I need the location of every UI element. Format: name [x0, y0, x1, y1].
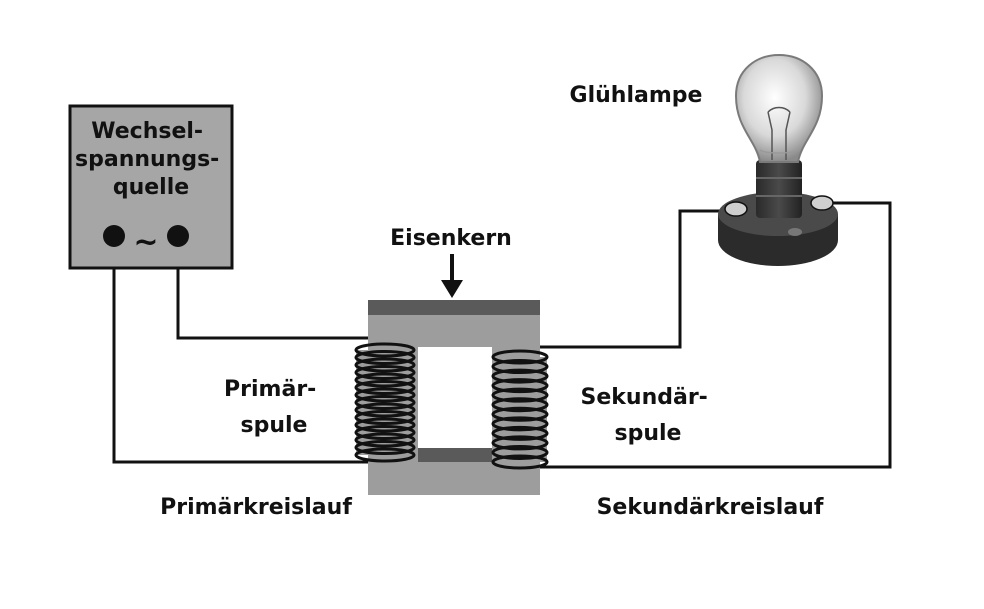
primary-coil-label-line: Primär-	[224, 377, 316, 402]
coil-winding	[491, 368, 549, 384]
source-terminal-right	[167, 225, 189, 247]
coil-winding	[491, 425, 549, 441]
coil-winding	[491, 435, 549, 451]
secondary-coil-label-line: spule	[615, 421, 682, 446]
iron-core-bottom-shade	[418, 448, 492, 462]
coil-winding	[354, 425, 416, 440]
ac-source-label-line: quelle	[113, 175, 189, 200]
coil-winding	[491, 406, 549, 422]
coil-winding	[354, 447, 416, 463]
coil-winding	[354, 440, 416, 455]
ac-source-label: Wechsel- spannungs- quelle	[75, 119, 227, 200]
primary-coil-label: Primär- spule	[224, 377, 324, 438]
coil-winding	[354, 350, 416, 365]
primary-coil-label-line: spule	[241, 413, 308, 438]
secondary-circuit-label: Sekundärkreislauf	[597, 495, 824, 520]
coil-winding	[354, 417, 416, 433]
secondary-coil	[491, 349, 549, 470]
coil-winding	[354, 372, 416, 388]
coil-winding	[491, 416, 549, 432]
secondary-coil-label-line: Sekundär-	[581, 385, 708, 410]
iron-core-top-shade	[368, 300, 540, 315]
lamp-label: Glühlampe	[570, 83, 703, 108]
iron-core-arrow-icon	[441, 254, 463, 298]
ac-source: Wechsel- spannungs- quelle ~	[68, 104, 234, 270]
coil-winding	[491, 397, 549, 413]
secondary-circuit-wires	[540, 201, 892, 469]
primary-circuit-wires	[112, 236, 368, 464]
ac-source-label-line: Wechsel-	[91, 119, 203, 144]
coil-winding	[491, 444, 549, 460]
ac-symbol: ~	[133, 225, 158, 260]
coil-winding	[354, 402, 416, 418]
primary-coil	[354, 342, 416, 463]
primary-wire-left	[112, 236, 368, 464]
coil-winding	[491, 454, 549, 470]
coil-winding	[491, 378, 549, 394]
coil-winding	[491, 387, 549, 403]
coil-winding	[354, 387, 416, 403]
coil-winding	[354, 365, 416, 380]
iron-core-label: Eisenkern	[390, 226, 512, 251]
ac-source-box	[68, 104, 234, 270]
primary-circuit-label: Primärkreislauf	[160, 495, 352, 520]
coil-winding	[491, 349, 549, 365]
coil-winding	[354, 380, 416, 395]
source-terminal-left	[103, 225, 125, 247]
coil-winding	[354, 342, 416, 358]
light-bulb-icon	[718, 53, 838, 266]
coil-winding	[354, 395, 416, 410]
secondary-wire-bottom	[540, 201, 892, 469]
ac-source-label-line: spannungs-	[75, 147, 219, 172]
coil-winding	[491, 359, 549, 375]
primary-wire-right	[176, 236, 368, 340]
coil-winding	[354, 432, 416, 448]
coil-winding	[354, 410, 416, 425]
secondary-coil-label: Sekundär- spule	[581, 385, 716, 446]
coil-winding	[354, 357, 416, 373]
secondary-wire-top	[540, 209, 725, 349]
